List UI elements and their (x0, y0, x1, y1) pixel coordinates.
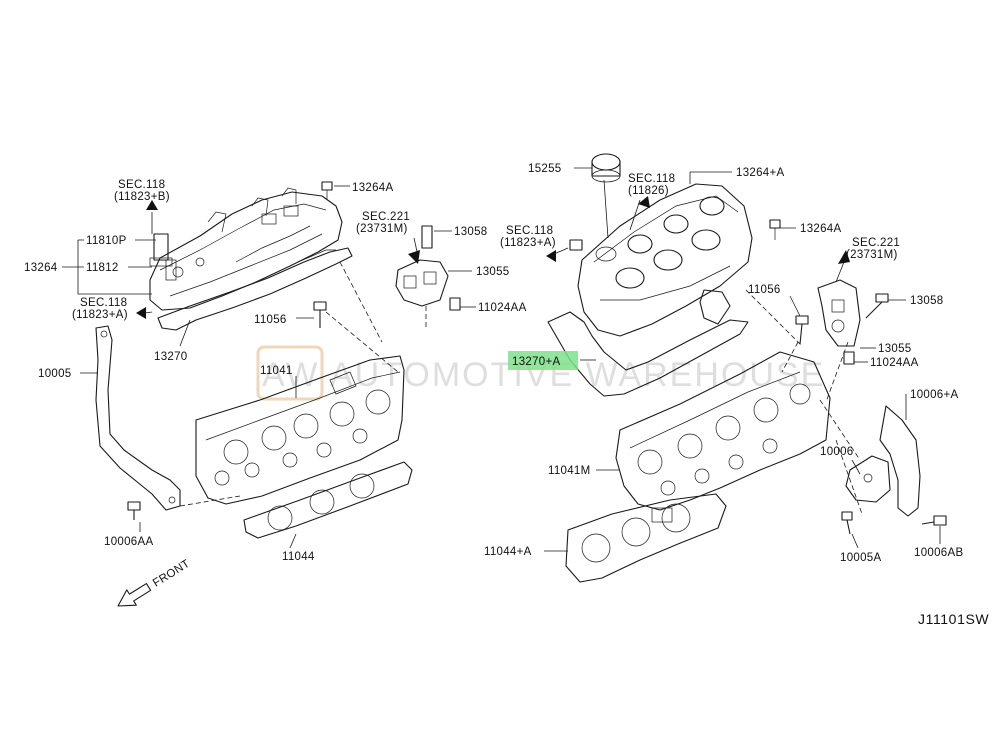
right-stud-bolt (841, 511, 853, 535)
right-valve-cover-bolt (769, 219, 781, 240)
leader-lines (62, 167, 941, 552)
label-10006: 10006 (820, 446, 853, 458)
label-sec221-right-line2: (23731M) (846, 249, 898, 261)
label-sec118-11826-line2: (11826) (628, 185, 669, 197)
right-solenoid-bolt (865, 293, 889, 319)
right-valve-cover-gasket (547, 311, 749, 397)
right-cylinder-head (615, 351, 831, 523)
right-sensor-connector (569, 239, 583, 251)
part-labels: SEC.118 (11823+B) 13264A 11810P 13264 11… (24, 163, 963, 564)
label-sec118-11823b-line1: SEC.118 (118, 179, 165, 191)
label-11041: 11041 (260, 365, 293, 377)
right-head-bolt (795, 315, 809, 345)
label-15255: 15255 (528, 163, 561, 175)
label-13058-left: 13058 (454, 226, 487, 238)
left-valve-cover-bolt (321, 181, 333, 200)
oil-filler-cap (591, 153, 621, 183)
label-13058-right: 13058 (910, 295, 943, 307)
left-vtc-solenoid (395, 225, 461, 311)
left-cam-sensor (149, 233, 177, 281)
label-10006AA: 10006AA (104, 536, 153, 548)
label-sec118-11823b-line2: (11823+B) (114, 191, 170, 203)
label-13270: 13270 (154, 351, 187, 363)
label-13270A: 13270+A (512, 356, 560, 368)
right-engine-bracket (845, 405, 921, 517)
label-13055-left: 13055 (476, 266, 509, 278)
right-vtc-solenoid (817, 279, 861, 365)
label-11024AA-right: 11024AA (870, 357, 919, 369)
label-sec118-11823a-left-line2: (11823+A) (72, 309, 128, 321)
label-11056-right: 11056 (748, 284, 781, 296)
label-13264A-right: 13264A (800, 223, 841, 235)
label-sec118-11823a-right-line1: SEC.118 (506, 225, 553, 237)
right-pcv-valve (699, 289, 731, 325)
left-engine-bracket (95, 325, 181, 511)
label-sec118-11823a-right-line2: (11823+A) (500, 237, 556, 249)
label-11044: 11044 (282, 551, 315, 563)
label-11044A: 11044+A (484, 546, 532, 558)
right-head-gasket (565, 493, 727, 583)
front-direction-indicator: FRONT (117, 558, 192, 607)
label-13264-left: 13264 (24, 262, 58, 274)
left-head-bolt (313, 301, 327, 328)
label-sec118-11826-line1: SEC.118 (628, 173, 675, 185)
label-13264A-left: 13264A (352, 182, 393, 194)
label-10006A: 10006+A (910, 389, 958, 401)
label-sec221-left-line2: (23731M) (356, 223, 408, 235)
label-10005A: 10005A (840, 552, 881, 564)
left-valve-cover (149, 187, 343, 311)
watermark-logo: AW (262, 356, 320, 394)
diagram-id: J11101SW (918, 611, 989, 627)
label-11041M: 11041M (548, 465, 591, 477)
label-11056-left: 11056 (254, 314, 287, 326)
right-valve-cover (577, 183, 753, 337)
right-bracket-bolt (921, 515, 947, 526)
left-bracket-bolt (127, 501, 141, 520)
label-13055-right: 13055 (878, 343, 911, 355)
left-valve-cover-gasket (157, 247, 353, 331)
label-13264A-plus: 13264+A (736, 167, 784, 179)
highlight-13270A (508, 351, 578, 370)
label-sec221-left-line1: SEC.221 (362, 211, 410, 223)
left-head-gasket (243, 461, 413, 539)
label-sec118-11823a-left-line1: SEC.118 (80, 297, 127, 309)
label-sec221-right-line1: SEC.221 (852, 237, 900, 249)
label-11812: 11812 (86, 262, 119, 274)
label-11024AA-left: 11024AA (478, 302, 527, 314)
label-11810P: 11810P (86, 235, 127, 247)
label-10005: 10005 (38, 368, 71, 380)
label-10006AB: 10006AB (914, 547, 963, 559)
front-label: FRONT (151, 558, 192, 590)
